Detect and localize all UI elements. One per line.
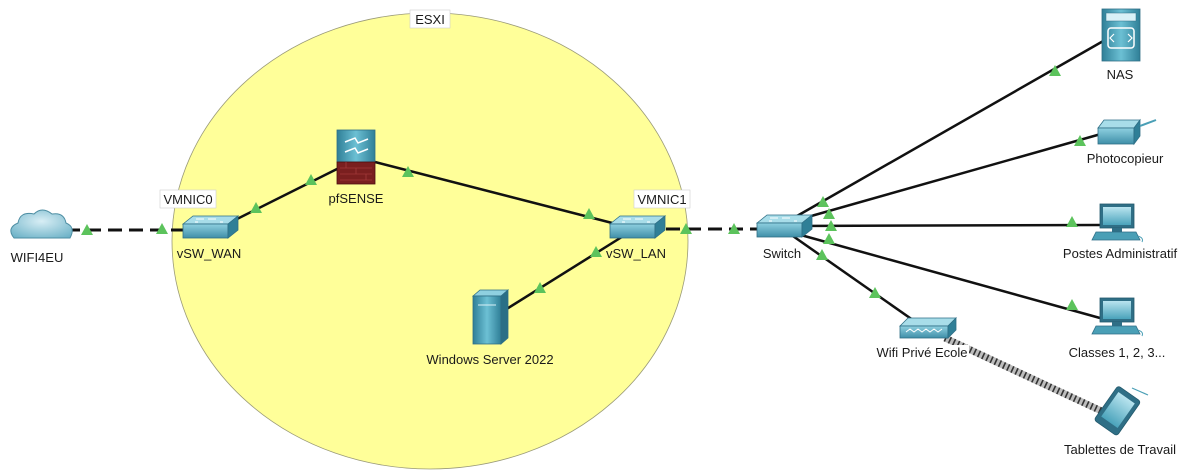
node-winserver-label: Windows Server 2022 [426,352,553,367]
link-indicator [590,246,602,257]
node-nas[interactable]: NAS [1101,8,1141,82]
link-indicator [1049,65,1061,76]
esxi-zone-shape [171,12,689,470]
link-indicator [728,223,740,234]
node-winserver[interactable]: Windows Server 2022 [426,289,554,367]
link-indicator [817,196,829,207]
link-indicator [816,249,828,260]
link-pfsense-vsw-lan[interactable] [374,160,621,227]
link-vsw-wan-pfsense[interactable] [224,163,346,227]
node-tablettes-label: Tablettes de Travail [1064,442,1176,457]
switch-icon [608,215,667,239]
node-wifi-prive[interactable]: Wifi Privé Ecole [875,317,969,361]
esxi-zone: ESXI [171,9,689,470]
link-indicator [81,224,93,235]
link-indicator [869,287,881,298]
node-photocopieur-label: Photocopieur [1087,151,1164,166]
node-switch[interactable]: Switch [755,214,814,261]
node-vsw-lan-label: vSW_LAN [606,246,666,261]
switch-icon [181,215,240,239]
link-switch-classes[interactable] [789,230,1101,320]
node-pfsense[interactable]: pfSENSE [329,129,384,206]
node-postes-label: Postes Administratif [1063,246,1178,261]
access-point-icon [899,317,957,339]
link-indicator [1066,299,1078,310]
link-switch-photocopieur[interactable] [789,130,1109,224]
printer-icon [1097,118,1157,146]
esxi-zone-label: ESXI [415,12,445,27]
node-vsw-wan-label: vSW_WAN [177,246,242,261]
link-wifi-prive-tablettes[interactable] [943,334,1112,419]
computer-icon [1091,203,1143,243]
link-indicators [81,65,1086,310]
link-switch-wifi-prive[interactable] [789,232,921,327]
node-vsw-wan[interactable]: VMNIC0 vSW_WAN [159,189,242,261]
node-nas-label: NAS [1107,67,1134,82]
link-switch-postes[interactable] [789,223,1101,228]
computer-icon [1091,297,1143,337]
link-vsw-lan-winserver[interactable] [504,233,626,312]
link-indicator [1066,216,1078,227]
node-vsw-lan[interactable]: VMNIC1 vSW_LAN [606,189,691,261]
node-classes-label: Classes 1, 2, 3... [1069,345,1166,360]
node-classes[interactable]: Classes 1, 2, 3... [1069,297,1166,360]
link-indicator [825,220,837,231]
node-photocopieur[interactable]: Photocopieur [1087,118,1164,166]
link-indicator [680,223,692,234]
link-indicator [583,208,595,219]
link-indicator [402,166,414,177]
link-indicator [305,174,317,185]
node-wifi-prive-label-bg [875,345,969,361]
link-indicator [1074,135,1086,146]
node-tablettes[interactable]: Tablettes de Travail [1064,386,1176,457]
server-icon [471,289,510,345]
nas-icon [1101,8,1141,62]
link-indicator [823,233,835,244]
firewall-icon [336,129,376,185]
links [45,38,1112,419]
node-vsw-wan-tag-bg [159,189,217,209]
switch-icon [755,214,814,238]
node-wifi-prive-label: Wifi Privé Ecole [876,345,967,360]
node-switch-label: Switch [763,246,801,261]
link-indicator [156,223,168,234]
cloud-icon [10,209,73,239]
link-indicator [250,202,262,213]
node-vsw-lan-tag: VMNIC1 [637,192,686,207]
link-indicator [823,208,835,219]
node-wifi4eu-label: WIFI4EU [11,250,64,265]
node-pfsense-label: pfSENSE [329,191,384,206]
node-vsw-lan-tag-bg [633,189,691,209]
node-wifi4eu[interactable]: WIFI4EU [10,209,73,265]
link-indicator [534,282,546,293]
node-vsw-wan-tag: VMNIC0 [163,192,212,207]
tablet-icon [1094,386,1149,436]
link-switch-nas[interactable] [789,38,1106,222]
esxi-zone-label-bg [409,9,451,29]
node-postes[interactable]: Postes Administratif [1063,203,1178,261]
